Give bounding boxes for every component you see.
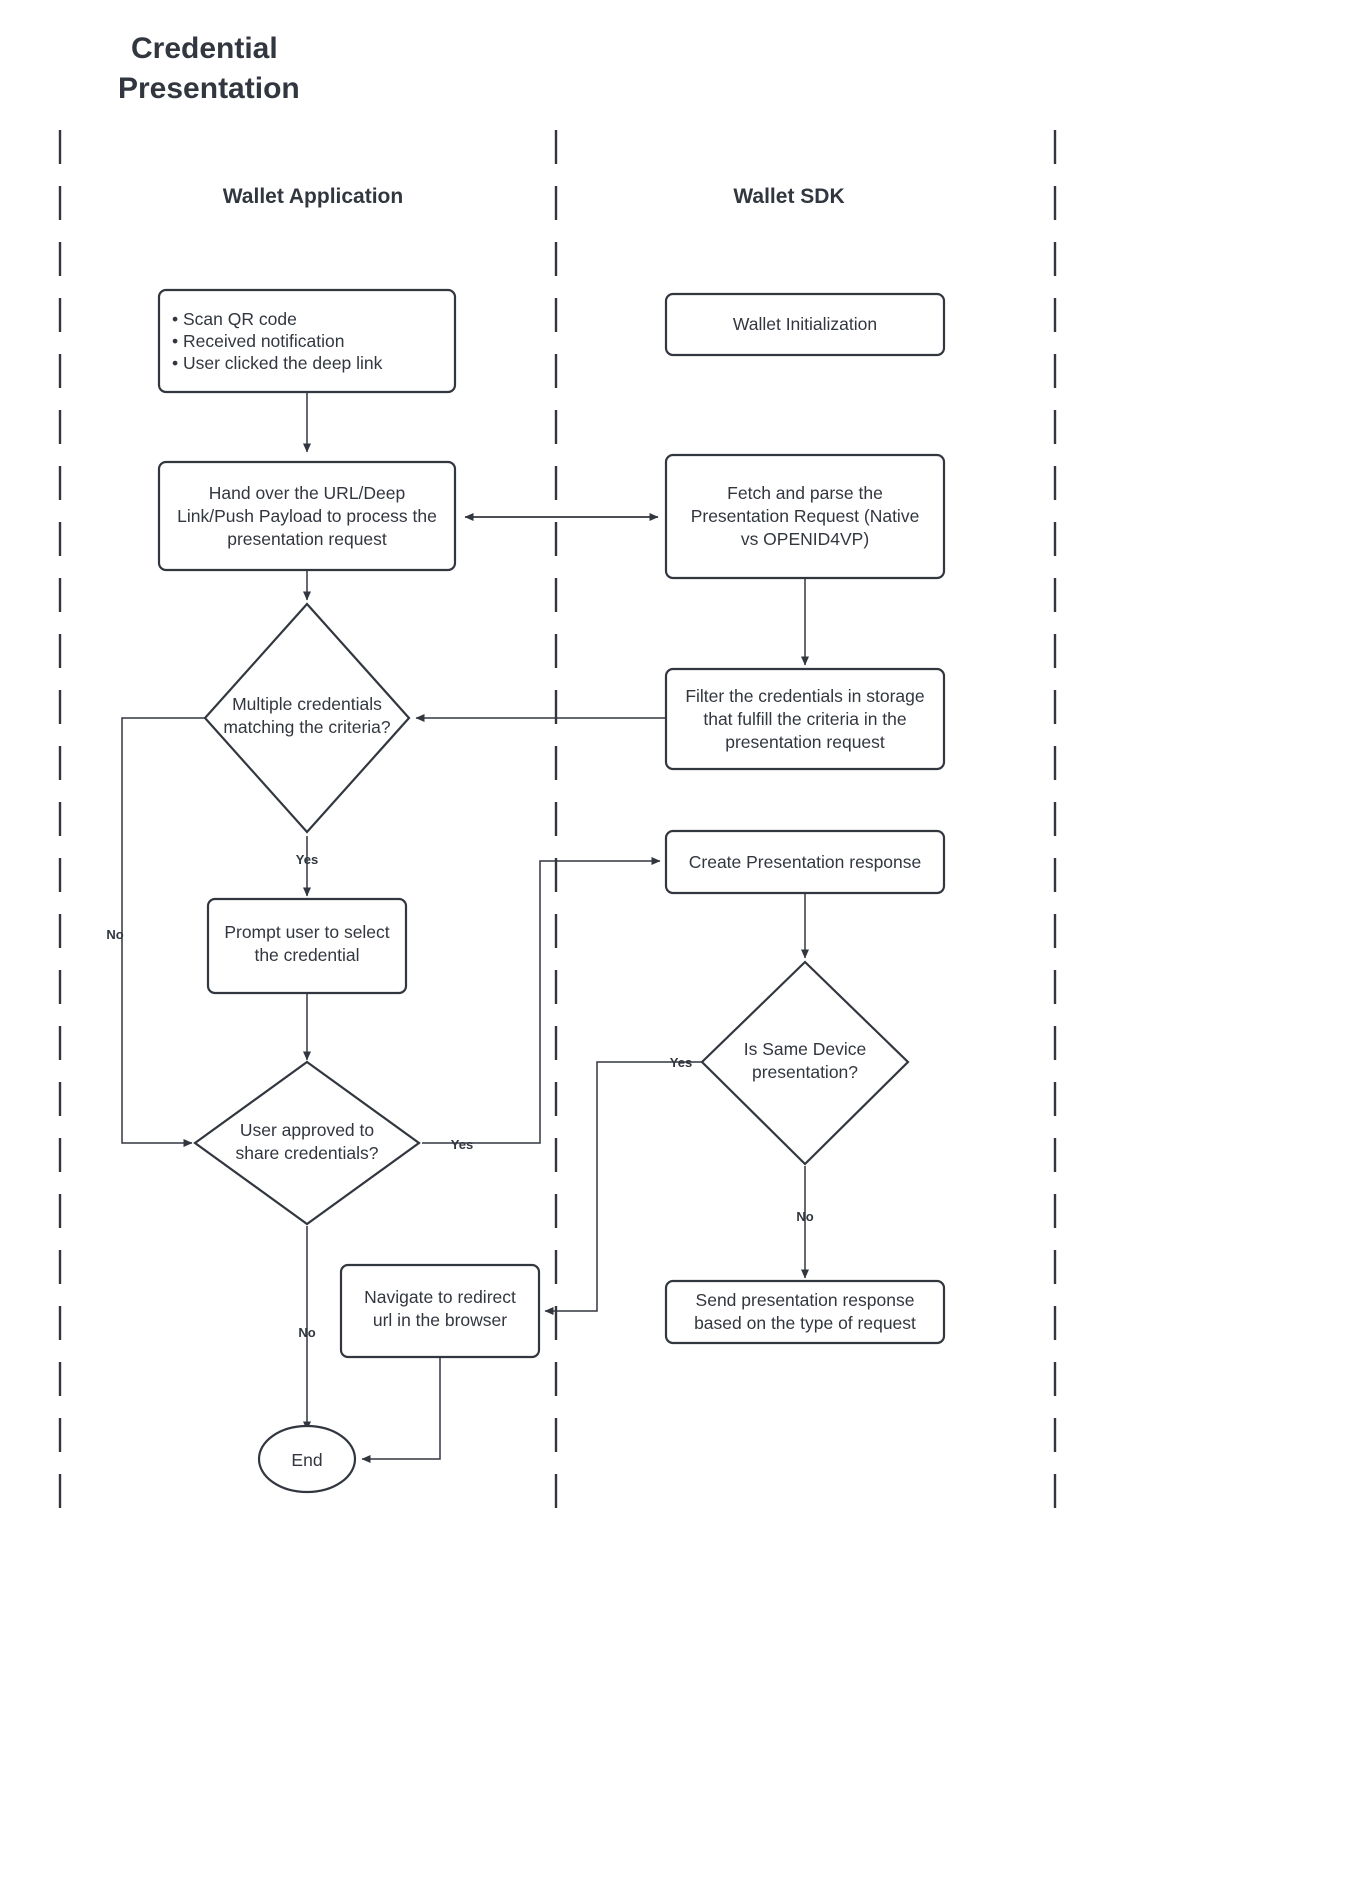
node-multiple-credentials-line-1: matching the criteria? — [223, 717, 391, 737]
node-fetch-parse-line-0: Fetch and parse the — [727, 483, 883, 503]
page-title-line2: Presentation — [118, 72, 300, 105]
node-multiple-credentials-line-0: Multiple credentials — [232, 694, 382, 714]
node-navigate-redirect-line-1: url in the browser — [373, 1310, 507, 1330]
node-prompt-user[interactable]: Prompt user to select the credential — [206, 897, 408, 995]
node-navigate-redirect-shape[interactable] — [339, 1263, 541, 1359]
node-multiple-credentials-decision[interactable]: Multiple credentials matching the criter… — [203, 602, 411, 834]
node-filter-credentials-line-1: that fulfill the criteria in the — [703, 709, 906, 729]
node-multiple-credentials-shape[interactable] — [203, 602, 411, 834]
node-send-presentation-response-shape[interactable] — [664, 1279, 946, 1345]
edge-label-samedevice-no: No — [796, 1209, 813, 1224]
node-user-approved-line-0: User approved to — [240, 1120, 374, 1140]
node-user-approved-decision[interactable]: User approved to share credentials? — [193, 1060, 421, 1226]
edge-label-samedevice-yes: Yes — [670, 1055, 692, 1070]
node-end[interactable]: End — [257, 1424, 357, 1494]
node-user-approved-shape[interactable] — [193, 1060, 421, 1226]
node-triggers-bullet-0: • Scan QR code — [172, 309, 297, 329]
node-filter-credentials-line-0: Filter the credentials in storage — [685, 686, 924, 706]
node-filter-credentials-line-2: presentation request — [725, 732, 885, 752]
node-triggers-bullet-1: • Received notification — [172, 331, 344, 351]
node-send-presentation-response-line-1: based on the type of request — [694, 1313, 916, 1333]
node-end-label: End — [291, 1450, 322, 1470]
node-hand-over-url-line-0: Hand over the URL/Deep — [209, 483, 406, 503]
node-same-device-shape[interactable] — [700, 960, 910, 1166]
edge-label-approved-no: No — [298, 1325, 315, 1340]
node-prompt-user-shape[interactable] — [206, 897, 408, 995]
node-wallet-initialization[interactable]: Wallet Initialization — [664, 292, 946, 357]
edge-label-multiplecreds-no: No — [106, 927, 123, 942]
edge-samedevice-yes-to-navigate — [544, 1061, 702, 1315]
lane-header-wallet-sdk: Wallet SDK — [733, 185, 844, 208]
node-send-presentation-response-line-0: Send presentation response — [696, 1290, 915, 1310]
edge-navigate-to-end — [361, 1357, 441, 1463]
node-send-presentation-response[interactable]: Send presentation response based on the … — [664, 1279, 946, 1345]
edge-label-multiplecreds-yes: Yes — [296, 852, 318, 867]
node-navigate-redirect-line-0: Navigate to redirect — [364, 1287, 516, 1307]
node-filter-credentials-shape[interactable] — [664, 667, 946, 771]
node-hand-over-url-shape[interactable] — [157, 460, 457, 572]
page-title-line1: Credential — [131, 32, 278, 65]
node-same-device-line-1: presentation? — [752, 1062, 858, 1082]
node-fetch-parse-line-1: Presentation Request (Native — [691, 506, 920, 526]
node-hand-over-url-line-2: presentation request — [227, 529, 387, 549]
node-hand-over-url[interactable]: Hand over the URL/Deep Link/Push Payload… — [157, 460, 457, 572]
node-triggers-shape[interactable] — [157, 288, 457, 394]
node-hand-over-url-line-1: Link/Push Payload to process the — [177, 506, 437, 526]
node-navigate-redirect[interactable]: Navigate to redirect url in the browser — [339, 1263, 541, 1359]
node-user-approved-line-1: share credentials? — [236, 1143, 379, 1163]
edge-label-approved-yes: Yes — [451, 1137, 473, 1152]
node-triggers-bullet-2: • User clicked the deep link — [172, 353, 383, 373]
node-fetch-parse-shape[interactable] — [664, 453, 946, 580]
node-create-presentation-response-shape[interactable] — [664, 829, 946, 895]
node-triggers[interactable]: • Scan QR code • Received notification •… — [157, 288, 457, 394]
node-create-presentation-response-label: Create Presentation response — [689, 852, 922, 872]
edge-multiplecreds-no-to-approved — [121, 717, 205, 1147]
lane-header-wallet-application: Wallet Application — [223, 185, 403, 208]
node-same-device-decision[interactable]: Is Same Device presentation? — [700, 960, 910, 1166]
node-same-device-line-0: Is Same Device — [744, 1039, 867, 1059]
node-prompt-user-line-0: Prompt user to select — [224, 922, 389, 942]
node-wallet-initialization-label: Wallet Initialization — [733, 314, 877, 334]
node-fetch-parse[interactable]: Fetch and parse the Presentation Request… — [664, 453, 946, 580]
node-fetch-parse-line-2: vs OPENID4VP) — [741, 529, 869, 549]
node-wallet-initialization-shape[interactable] — [664, 292, 946, 357]
node-prompt-user-line-1: the credential — [254, 945, 359, 965]
node-filter-credentials[interactable]: Filter the credentials in storage that f… — [664, 667, 946, 771]
edge-approved-yes-to-createresponse — [422, 857, 661, 1144]
node-create-presentation-response[interactable]: Create Presentation response — [664, 829, 946, 895]
node-end-shape[interactable] — [257, 1424, 357, 1494]
